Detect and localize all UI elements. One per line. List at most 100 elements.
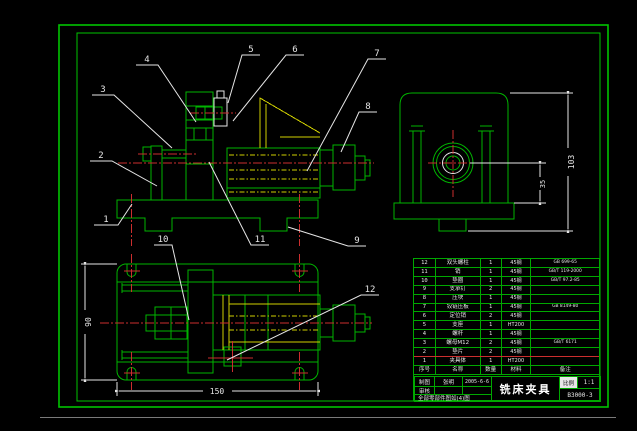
bom-cell-qty: 1 <box>481 303 502 312</box>
side-view-geometry <box>393 92 515 232</box>
dim-text-150: 150 <box>210 387 225 396</box>
bom-cell-no: 12 <box>414 259 436 267</box>
bom-cell-name: 螺母M12 <box>436 339 481 348</box>
bom-table: 12 双头螺柱 1 45钢 GB 699-65 11 销 1 45钢 GB/T … <box>413 258 601 402</box>
svg-text:8: 8 <box>365 102 370 112</box>
part-label-12: 12 <box>226 285 379 361</box>
bom-cell-no: 11 <box>414 267 436 276</box>
part-label-3: 3 <box>92 85 173 149</box>
svg-text:11: 11 <box>255 235 266 245</box>
dimension-35: 35 <box>470 161 547 205</box>
bom-row: 9 支承钉 2 45钢 <box>414 285 599 295</box>
bom-row: 2 垫片 2 45钢 <box>414 348 599 357</box>
bom-cell-remark <box>531 321 599 329</box>
bom-cell-remark <box>531 348 599 356</box>
bom-row: 1 夹具体 1 HT200 <box>414 356 599 366</box>
part-label-11: 11 <box>208 161 269 246</box>
bom-cell-no: 8 <box>414 294 436 303</box>
svg-text:4: 4 <box>144 55 149 65</box>
bom-cell-qty: 1 <box>481 259 502 267</box>
bom-cell-remark <box>531 312 599 320</box>
part-label-6: 6 <box>232 45 304 122</box>
bom-cell-no: 2 <box>414 348 436 356</box>
dim-text-103: 103 <box>567 155 576 170</box>
part-label-2: 2 <box>90 151 158 187</box>
bom-row: 8 压块 1 45钢 <box>414 294 599 304</box>
part-label-1: 1 <box>94 203 133 226</box>
bom-cell-qty: 2 <box>481 312 502 321</box>
bom-cell-qty: 1 <box>481 321 502 330</box>
bom-header-row: 序号 名称 数量 材料 备注 <box>414 365 599 375</box>
bom-cell-remark <box>531 295 599 303</box>
svg-text:10: 10 <box>158 235 169 245</box>
dim-text-35: 35 <box>539 180 547 188</box>
bom-cell-remark <box>531 357 599 365</box>
bom-row: 11 销 1 45钢 GB/T 119-2000 <box>414 267 599 277</box>
bom-cell-qty: 1 <box>481 356 502 365</box>
bom-row: 7 铰链压板 1 45钢 GB 8149-80 <box>414 303 599 313</box>
bom-header-qty: 数量 <box>481 365 502 374</box>
bom-cell-no: 10 <box>414 276 436 285</box>
bom-cell-qty: 2 <box>481 339 502 348</box>
dimension-150: 150 <box>115 382 320 396</box>
bom-cell-material: 45钢 <box>502 276 532 285</box>
dim-text-90: 90 <box>84 317 93 327</box>
part-label-10: 10 <box>154 235 190 321</box>
svg-text:12: 12 <box>365 285 376 295</box>
bom-cell-no: 6 <box>414 312 436 321</box>
bom-cell-qty: 2 <box>481 285 502 294</box>
part-label-5: 5 <box>227 45 260 104</box>
bom-cell-remark <box>531 330 599 338</box>
titleblock-note: 全部零部件图如(4)图 <box>414 394 492 402</box>
bom-cell-name: 定位销 <box>436 312 481 321</box>
bom-header-material: 材料 <box>502 365 532 374</box>
bom-cell-material: HT200 <box>502 356 532 365</box>
bom-cell-material: 45钢 <box>502 303 532 312</box>
bom-row: 6 定位销 2 45钢 <box>414 312 599 322</box>
front-view-geometry <box>116 90 374 246</box>
bom-cell-material: 45钢 <box>502 294 532 303</box>
part-label-8: 8 <box>340 102 377 153</box>
bom-row: 10 垫圈 1 45钢 GB/T 97.2-85 <box>414 276 599 286</box>
titleblock-title: 铣床夹具 <box>491 376 560 402</box>
bom-cell-name: 支承钉 <box>436 285 481 294</box>
bom-cell-name: 支座 <box>436 321 481 330</box>
svg-text:5: 5 <box>248 45 253 55</box>
bom-cell-material: 45钢 <box>502 285 532 294</box>
bom-cell-name: 铰链压板 <box>436 303 481 312</box>
bom-cell-no: 3 <box>414 339 436 348</box>
bom-cell-material: 45钢 <box>502 312 532 321</box>
bom-cell-no: 5 <box>414 321 436 330</box>
titleblock-drawing-no: B3000-3 <box>559 388 601 402</box>
bom-cell-material: 45钢 <box>502 339 532 348</box>
window-bottom-divider <box>40 417 616 418</box>
bom-cell-qty: 1 <box>481 276 502 285</box>
dimension-90: 90 <box>81 262 117 382</box>
bom-cell-remark <box>531 286 599 294</box>
bom-cell-remark: GB 8149-80 <box>552 304 579 310</box>
part-label-9: 9 <box>287 226 366 247</box>
plan-view-geometry <box>100 254 372 390</box>
bom-cell-qty: 2 <box>481 348 502 356</box>
bom-cell-material: HT200 <box>502 321 532 330</box>
bom-cell-remark: GB/T 119-2000 <box>548 268 582 274</box>
svg-text:3: 3 <box>100 85 105 95</box>
bom-cell-remark: GB/T 97.2-85 <box>550 277 580 283</box>
part-label-7: 7 <box>306 49 386 172</box>
part-labels: 1 2 3 4 5 6 7 8 <box>90 45 386 361</box>
svg-text:6: 6 <box>292 45 297 55</box>
bom-cell-material: 45钢 <box>502 348 532 356</box>
dimension-103: 103 <box>468 91 576 233</box>
bom-row: 5 支座 1 HT200 <box>414 321 599 331</box>
bom-row: 4 螺杆 1 45钢 <box>414 330 599 340</box>
bom-cell-no: 7 <box>414 303 436 312</box>
svg-text:7: 7 <box>374 49 379 59</box>
bom-cell-name: 夹具体 <box>436 356 481 365</box>
bom-header-no: 序号 <box>414 365 436 374</box>
bom-cell-qty: 1 <box>481 330 502 339</box>
bom-cell-name: 垫圈 <box>436 276 481 285</box>
bom-cell-remark: GB/T 6171 <box>553 339 577 345</box>
bom-header-name: 名称 <box>436 365 481 374</box>
part-label-4: 4 <box>136 55 197 123</box>
bom-cell-name: 销 <box>436 267 481 276</box>
